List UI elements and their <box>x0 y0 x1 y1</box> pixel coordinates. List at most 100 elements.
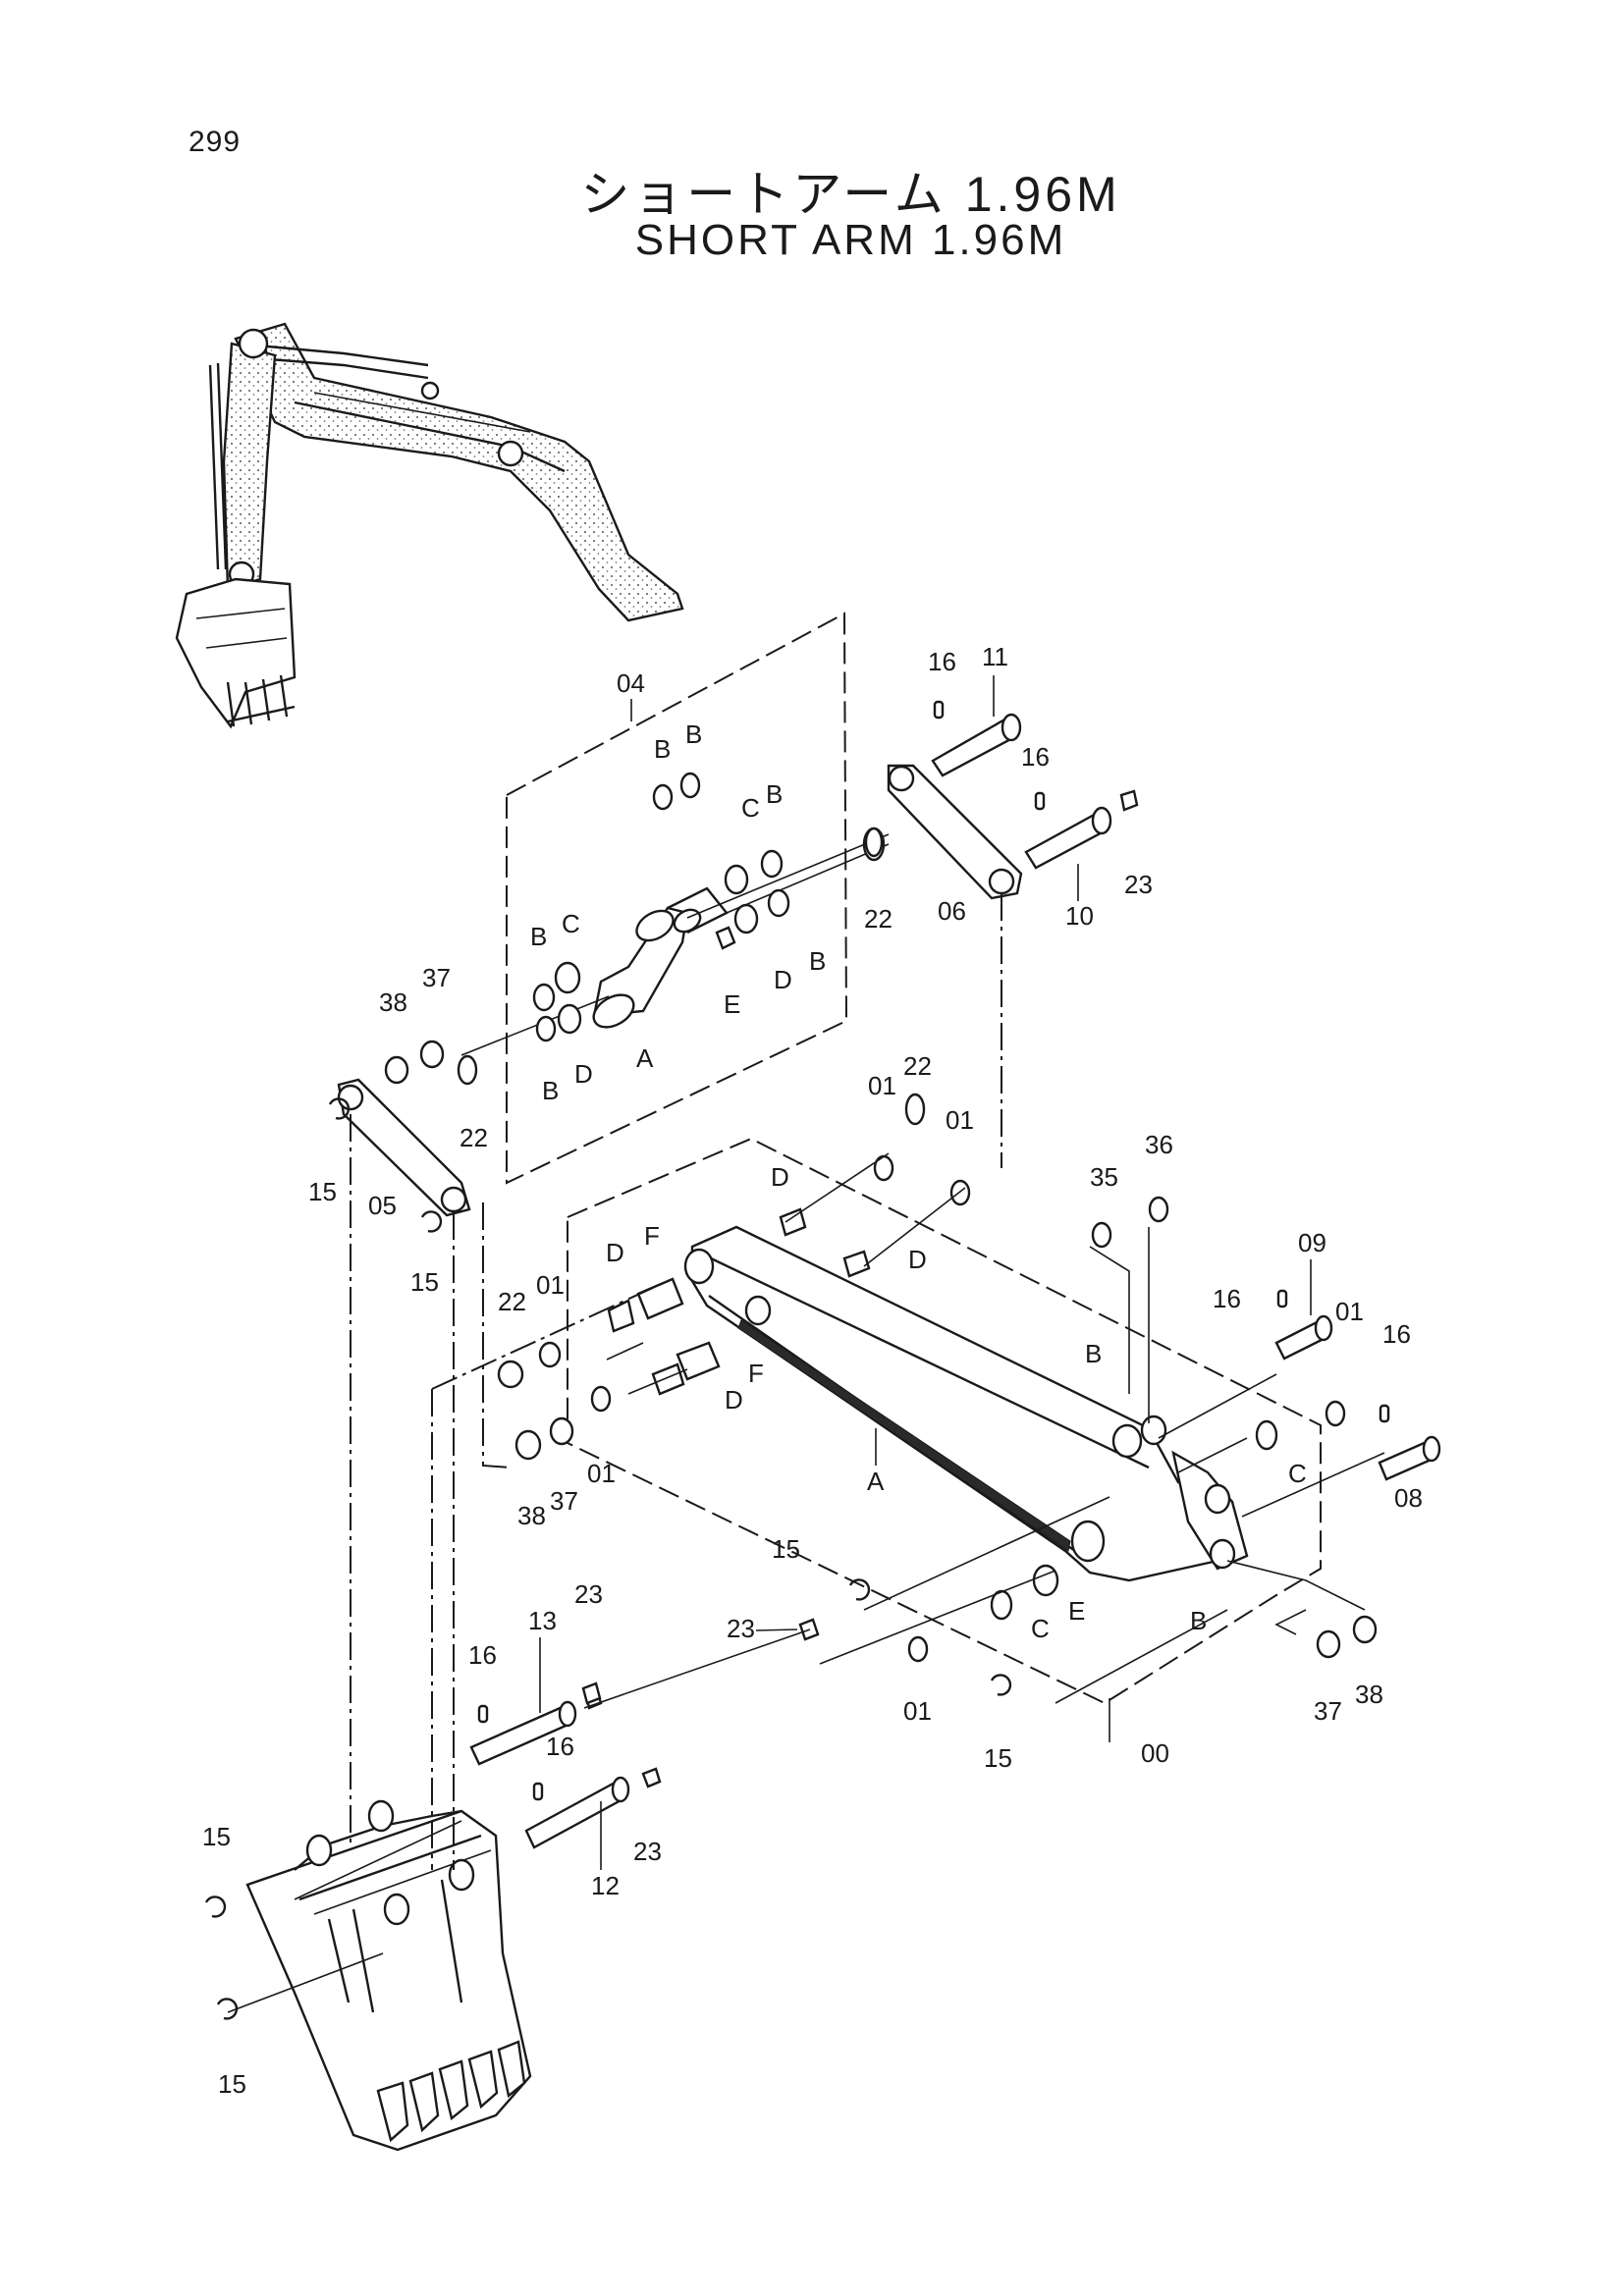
label-04: 04 <box>617 668 645 698</box>
label-22: 22 <box>864 904 893 934</box>
alignment-lines <box>227 893 1385 2013</box>
arm-assembly-00-boundary <box>567 1137 1322 1705</box>
label-23: 23 <box>574 1579 603 1609</box>
shim-22-arm-top <box>904 1093 926 1126</box>
label-15: 15 <box>218 2069 246 2099</box>
label-16: 16 <box>1382 1319 1411 1349</box>
label-05: 05 <box>368 1191 397 1220</box>
label-01: 01 <box>868 1071 896 1100</box>
label-00: 00 <box>1141 1738 1169 1768</box>
label-B: B <box>542 1076 559 1105</box>
snap-rings-15 <box>204 1097 1012 2020</box>
label-C: C <box>1288 1459 1307 1488</box>
shim-22-upper <box>864 827 884 858</box>
label-D: D <box>606 1238 624 1267</box>
label-01: 01 <box>946 1105 974 1135</box>
pin-09 <box>1274 1289 1333 1361</box>
axis-line-link-mid <box>726 843 890 914</box>
label-01: 01 <box>903 1696 932 1726</box>
axis-line-link-lower <box>460 995 610 1056</box>
bushings-link-04 <box>532 772 886 1042</box>
label-36: 36 <box>1145 1130 1173 1159</box>
label-B: B <box>766 779 783 809</box>
page-number: 299 <box>189 126 242 158</box>
label-16: 16 <box>468 1640 497 1670</box>
label-C: C <box>562 909 580 938</box>
label-16: 16 <box>1213 1284 1241 1313</box>
label-B: B <box>1085 1339 1102 1368</box>
label-23: 23 <box>727 1614 755 1643</box>
label-13: 13 <box>528 1606 557 1635</box>
label-11: 11 <box>982 642 1008 671</box>
label-B: B <box>1190 1606 1207 1635</box>
label-A: A <box>636 1043 654 1073</box>
label-E: E <box>724 989 740 1019</box>
label-C: C <box>741 793 760 823</box>
link-05 <box>337 1078 471 1217</box>
label-38: 38 <box>517 1501 546 1530</box>
pin-10 <box>1024 789 1139 870</box>
axis-line-link-upper <box>686 833 890 919</box>
label-37: 37 <box>1314 1696 1342 1726</box>
label-08: 08 <box>1394 1483 1423 1513</box>
label-06: 06 <box>938 896 966 926</box>
label-35: 35 <box>1090 1162 1118 1192</box>
label-15: 15 <box>410 1267 439 1297</box>
pin-13 <box>469 1682 602 1766</box>
label-22: 22 <box>903 1051 932 1081</box>
label-01: 01 <box>536 1270 565 1300</box>
label-B: B <box>654 734 671 764</box>
label-37: 37 <box>422 963 451 992</box>
label-15: 15 <box>772 1534 800 1564</box>
label-10: 10 <box>1065 901 1094 931</box>
arm-body-part-A <box>683 1225 1249 1582</box>
label-F: F <box>644 1221 660 1251</box>
bucket-illustration <box>245 1799 532 2152</box>
title-japanese: ショートアーム 1.96M <box>580 167 1121 222</box>
link-06 <box>887 764 1023 900</box>
label-D: D <box>771 1162 789 1192</box>
pin-12 <box>524 1776 630 1849</box>
pin-08 <box>1378 1404 1441 1481</box>
label-F: F <box>748 1359 764 1388</box>
label-15: 15 <box>308 1177 337 1206</box>
label-23: 23 <box>1124 870 1153 899</box>
label-09: 09 <box>1298 1228 1326 1257</box>
label-D: D <box>774 965 792 994</box>
label-16: 16 <box>928 647 956 676</box>
part-labels: 04 16 11 16 23 10 06 22 B B C B B D E C … <box>202 642 1423 2099</box>
label-37: 37 <box>550 1486 578 1516</box>
label-B: B <box>809 946 826 976</box>
label-38: 38 <box>1355 1680 1383 1709</box>
label-22: 22 <box>460 1123 488 1152</box>
label-B: B <box>685 720 702 749</box>
label-15: 15 <box>984 1743 1012 1773</box>
label-16: 16 <box>546 1732 574 1761</box>
label-B: B <box>530 922 547 951</box>
label-38: 38 <box>379 988 407 1017</box>
title-english: SHORT ARM 1.96M <box>634 216 1067 264</box>
label-D: D <box>908 1245 927 1274</box>
shim-22-link <box>457 1054 478 1086</box>
label-12: 12 <box>591 1871 620 1900</box>
label-D: D <box>574 1059 593 1089</box>
link-assembly-04-boundary <box>506 612 848 1185</box>
label-01: 01 <box>587 1459 616 1488</box>
excavator-overview-illustration <box>175 322 684 729</box>
pin-11 <box>931 700 1022 777</box>
label-C: C <box>1031 1614 1050 1643</box>
bushings-arm <box>514 1154 1378 1663</box>
shim-22-arm-left <box>497 1360 524 1389</box>
label-D: D <box>725 1385 743 1415</box>
label-A: A <box>867 1467 885 1496</box>
washer-37-link <box>419 1040 445 1069</box>
label-16: 16 <box>1021 742 1050 772</box>
washer-38-link <box>384 1055 409 1085</box>
label-15: 15 <box>202 1822 231 1851</box>
label-23: 23 <box>633 1837 662 1866</box>
grease-fittings-23 <box>584 1618 820 1789</box>
label-01: 01 <box>1335 1297 1364 1326</box>
label-22: 22 <box>498 1287 526 1316</box>
label-E: E <box>1068 1596 1085 1626</box>
